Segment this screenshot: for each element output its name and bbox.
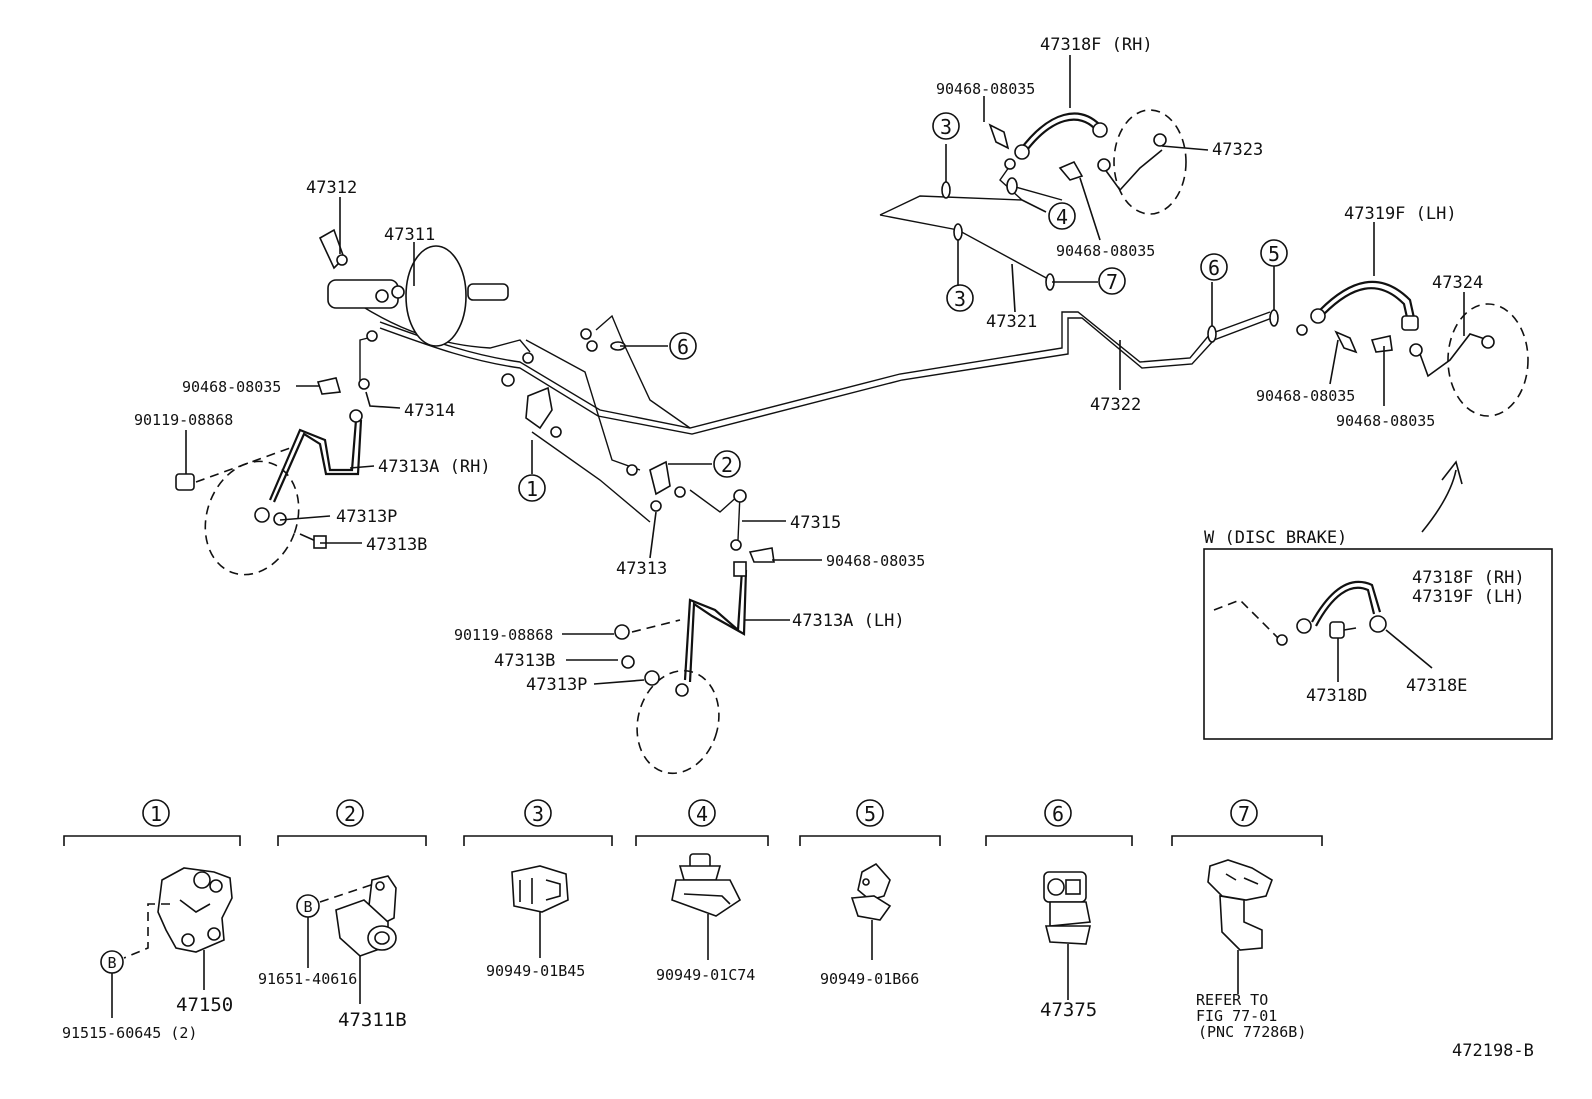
detail-7-ref-line3: (PNC 77286B) — [1198, 1023, 1306, 1041]
detail-3-clamp-drawing — [511, 865, 569, 958]
inset-hose-rh: 47318F (RH) — [1412, 568, 1525, 588]
inset-washer: 47318E — [1406, 676, 1467, 696]
inset-bolt: 47318D — [1306, 686, 1367, 706]
detail-2-number: 2 — [344, 802, 356, 826]
label-90468-08035-left: 90468-08035 — [182, 378, 281, 396]
detail-panels: 1 2 3 4 5 6 7 B 47150 91515-60645 (2) — [62, 799, 1323, 1042]
rear-lh-brake-hose — [1296, 280, 1529, 417]
inset-title: W (DISC BRAKE) — [1204, 528, 1347, 548]
label-47318f-rh: 47318F (RH) — [1040, 35, 1153, 55]
callout-2: 2 — [721, 453, 733, 477]
detail-5-number: 5 — [864, 802, 876, 826]
rear-rh-brake-hose — [988, 109, 1187, 215]
label-47313: 47313 — [616, 559, 667, 579]
detail-5-part: 90949-01B66 — [820, 970, 919, 988]
label-47312: 47312 — [306, 178, 357, 198]
detail-7-ref-line1: REFER TO — [1196, 991, 1268, 1009]
detail-2-part: 47311B — [338, 1009, 407, 1031]
inset-hose-lh: 47319F (LH) — [1412, 587, 1525, 607]
callout-6-rear: 6 — [1208, 256, 1220, 280]
label-90119-08868-left: 90119-08868 — [134, 411, 233, 429]
label-90468-08035-mid: 90468-08035 — [826, 552, 925, 570]
detail-2-bolt: 91651-40616 — [258, 970, 357, 988]
label-47313b-left: 47313B — [366, 535, 427, 555]
callout-6-front: 6 — [677, 335, 689, 359]
brake-tube-routing — [359, 159, 1273, 541]
front-lh-brake-hose — [614, 561, 748, 775]
callout-3-top: 3 — [940, 115, 952, 139]
detail-3-part: 90949-01B45 — [486, 962, 585, 980]
detail-2-union-drawing: B — [296, 875, 397, 1004]
detail-1-bolt-mark: B — [107, 954, 116, 972]
disc-brake-inset: W (DISC BRAKE) 47318F (RH) 47319F (LH) 4… — [1203, 460, 1553, 740]
detail-3-number: 3 — [532, 802, 544, 826]
label-47311: 47311 — [384, 225, 435, 245]
label-47314: 47314 — [404, 401, 455, 421]
label-47323: 47323 — [1212, 140, 1263, 160]
callout-1: 1 — [526, 477, 538, 501]
detail-1-bolt: 91515-60645 (2) — [62, 1024, 197, 1042]
detail-6-number: 6 — [1052, 802, 1064, 826]
label-90119-08868-mid: 90119-08868 — [454, 626, 553, 644]
label-47322: 47322 — [1090, 395, 1141, 415]
front-rh-brake-hose — [175, 409, 363, 576]
detail-4-part: 90949-01C74 — [656, 966, 755, 984]
callout-4: 4 — [1056, 205, 1068, 229]
callout-3-bottom: 3 — [954, 287, 966, 311]
detail-7-ref-line2: FIG 77-01 — [1196, 1007, 1277, 1025]
detail-7-clamp-drawing — [1207, 859, 1273, 994]
brake-master-cylinder — [318, 228, 509, 347]
part-labels: 47318F (RH) 90468-08035 47323 90468-0803… — [134, 35, 1483, 695]
callout-5: 5 — [1268, 242, 1280, 266]
label-47313a-rh: 47313A (RH) — [378, 457, 491, 477]
label-47324: 47324 — [1432, 273, 1483, 293]
detail-7-number: 7 — [1238, 802, 1250, 826]
callout-circles: 3 3 4 7 6 5 6 1 2 — [518, 112, 1288, 502]
callout-7: 7 — [1106, 270, 1118, 294]
detail-6-clamp-drawing — [1043, 871, 1091, 1000]
label-90468-08035-rear1: 90468-08035 — [1256, 387, 1355, 405]
label-47321: 47321 — [986, 312, 1037, 332]
label-47313b-mid: 47313B — [494, 651, 555, 671]
detail-4-clip-drawing — [671, 853, 742, 960]
detail-1-part: 47150 — [176, 994, 233, 1016]
detail-1-valve-drawing: B — [100, 867, 233, 1018]
detail-6-part: 47375 — [1040, 999, 1097, 1021]
label-47313p-left: 47313P — [336, 507, 397, 527]
label-47315: 47315 — [790, 513, 841, 533]
label-90468-08035-top: 90468-08035 — [936, 80, 1035, 98]
label-90468-08035-topright: 90468-08035 — [1056, 242, 1155, 260]
detail-4-number: 4 — [696, 802, 708, 826]
detail-1-number: 1 — [150, 802, 162, 826]
leader-lines — [185, 55, 1465, 685]
diagram-id: 472198-B — [1452, 1041, 1534, 1061]
label-90468-08035-rear2: 90468-08035 — [1336, 412, 1435, 430]
label-47319f-lh: 47319F (LH) — [1344, 204, 1457, 224]
label-47313p-mid: 47313P — [526, 675, 587, 695]
detail-2-bolt-mark: B — [303, 898, 312, 916]
detail-5-clamp-drawing — [850, 862, 892, 960]
label-47313a-lh: 47313A (LH) — [792, 611, 905, 631]
